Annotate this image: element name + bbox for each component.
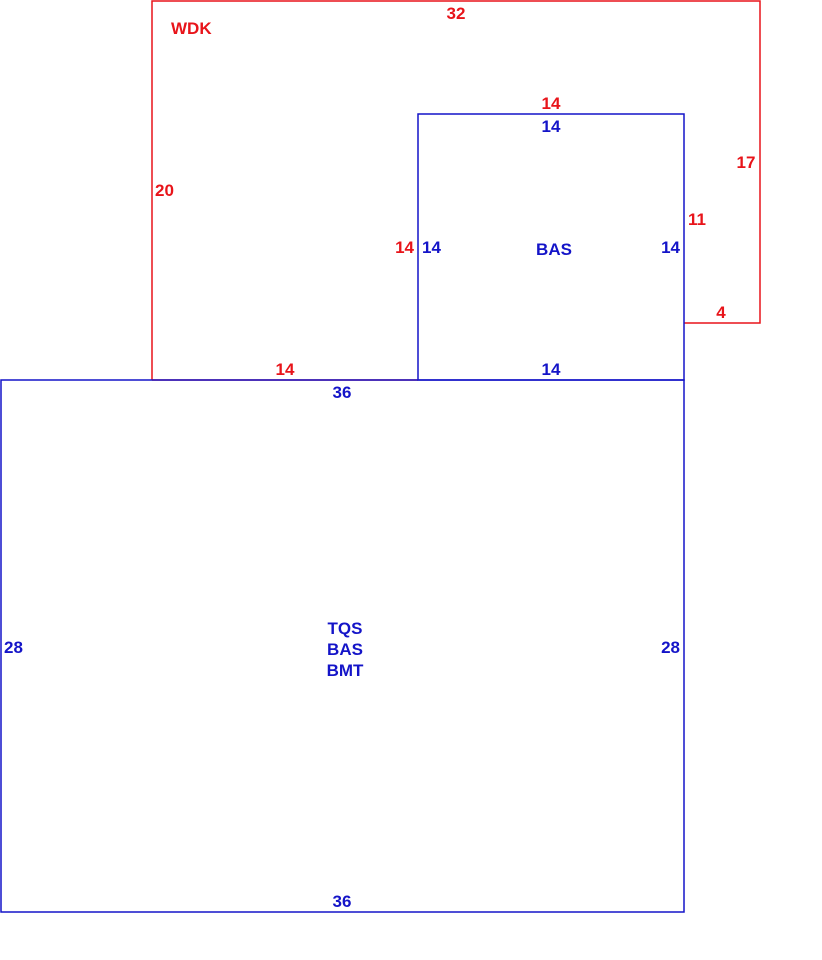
main-dim-top: 36 — [333, 383, 352, 402]
wdk-dim-left: 20 — [155, 181, 174, 200]
wdk-dim-inner-left: 14 — [395, 238, 414, 257]
wdk-dim-bottom: 14 — [276, 360, 295, 379]
main-outline — [0, 379, 685, 913]
main-dim-right: 28 — [661, 638, 680, 657]
wdk-dim-right: 17 — [737, 153, 756, 172]
wdk-label: WDK — [171, 19, 212, 38]
main-label-2: BAS — [327, 640, 363, 659]
wdk-dim-inner-top: 14 — [542, 94, 561, 113]
wdk-dim-inner-right: 11 — [688, 210, 706, 229]
bas-upper-label: BAS — [536, 240, 572, 259]
wdk-dim-step: 4 — [716, 303, 726, 322]
wdk-outline — [151, 0, 761, 380]
main-label-3: BMT — [327, 661, 364, 680]
wdk-dim-top: 32 — [447, 4, 466, 23]
main-dim-bottom: 36 — [333, 892, 352, 911]
bas-upper-dim-right: 14 — [661, 238, 680, 257]
main-dim-left: 28 — [4, 638, 23, 657]
main-label-1: TQS — [328, 619, 363, 638]
bas-upper-dim-bottom: 14 — [542, 360, 561, 379]
bas-upper-dim-top: 14 — [542, 117, 561, 136]
bas-upper-dim-left: 14 — [422, 238, 441, 257]
